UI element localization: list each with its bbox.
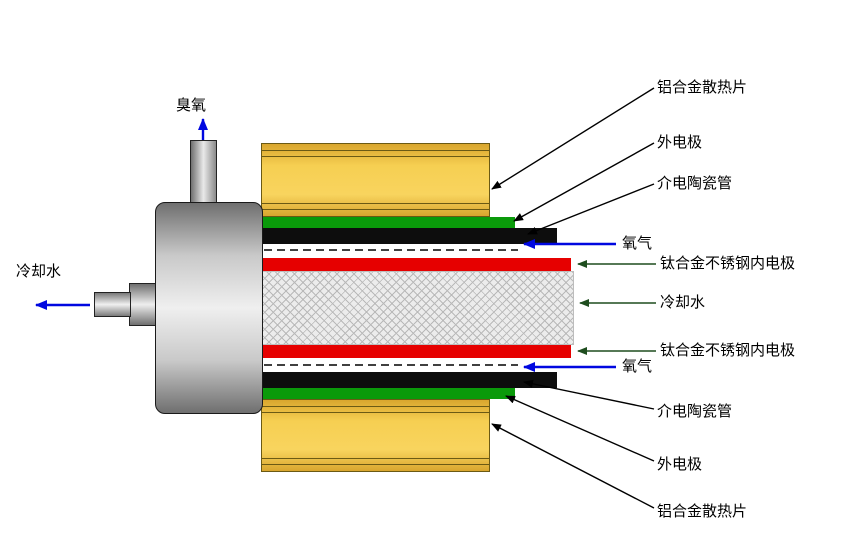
label-inner-electrode-bottom: 钛合金不锈钢内电极 bbox=[660, 342, 796, 359]
cooling-water-pipe bbox=[94, 292, 131, 317]
ozone-outlet-pipe bbox=[190, 140, 217, 206]
leader-ceramic-tube-top bbox=[527, 183, 655, 235]
leader-heat-sink-top bbox=[491, 87, 655, 190]
fin-line bbox=[262, 156, 489, 157]
label-ceramic-tube-top: 介电陶瓷管 bbox=[657, 175, 733, 192]
fin-line bbox=[262, 412, 489, 413]
heat-sink-top bbox=[261, 143, 490, 217]
label-heat-sink-bottom: 铝合金散热片 bbox=[657, 503, 748, 520]
label-cooling-water-channel: 冷却水 bbox=[660, 294, 706, 311]
leader-ceramic-tube-bottom bbox=[523, 379, 655, 410]
dielectric-ceramic-tube-bottom bbox=[261, 372, 557, 388]
fin-line bbox=[262, 203, 489, 204]
label-oxygen-bottom: 氧气 bbox=[622, 358, 653, 375]
fin-line bbox=[262, 458, 489, 459]
label-outer-electrode-bottom: 外电极 bbox=[657, 456, 703, 473]
cooling-water-channel bbox=[261, 271, 574, 345]
leader-outer-electrode-top bbox=[513, 142, 655, 222]
fin-line bbox=[262, 209, 489, 210]
fin-line bbox=[262, 464, 489, 465]
generator-end-cap bbox=[155, 202, 263, 414]
label-outer-electrode-top: 外电极 bbox=[657, 134, 703, 151]
outer-electrode-top bbox=[261, 217, 515, 228]
label-ceramic-tube-bottom: 介电陶瓷管 bbox=[657, 403, 733, 420]
inner-electrode-bottom bbox=[261, 345, 571, 358]
fin-line bbox=[262, 406, 489, 407]
label-heat-sink-top: 铝合金散热片 bbox=[657, 79, 748, 96]
leader-heat-sink-bottom bbox=[491, 423, 655, 509]
label-cooling-water-inlet: 冷却水 bbox=[16, 263, 62, 280]
inner-electrode-top bbox=[261, 258, 571, 271]
label-ozone-outlet: 臭氧 bbox=[176, 97, 207, 114]
leader-outer-electrode-bottom bbox=[505, 395, 655, 462]
dielectric-ceramic-tube-top bbox=[261, 228, 557, 244]
label-inner-electrode-top: 钛合金不锈钢内电极 bbox=[660, 255, 796, 272]
label-oxygen-top: 氧气 bbox=[622, 235, 653, 252]
outer-electrode-bottom bbox=[261, 388, 515, 399]
fin-line bbox=[262, 150, 489, 151]
heat-sink-bottom bbox=[261, 399, 490, 472]
